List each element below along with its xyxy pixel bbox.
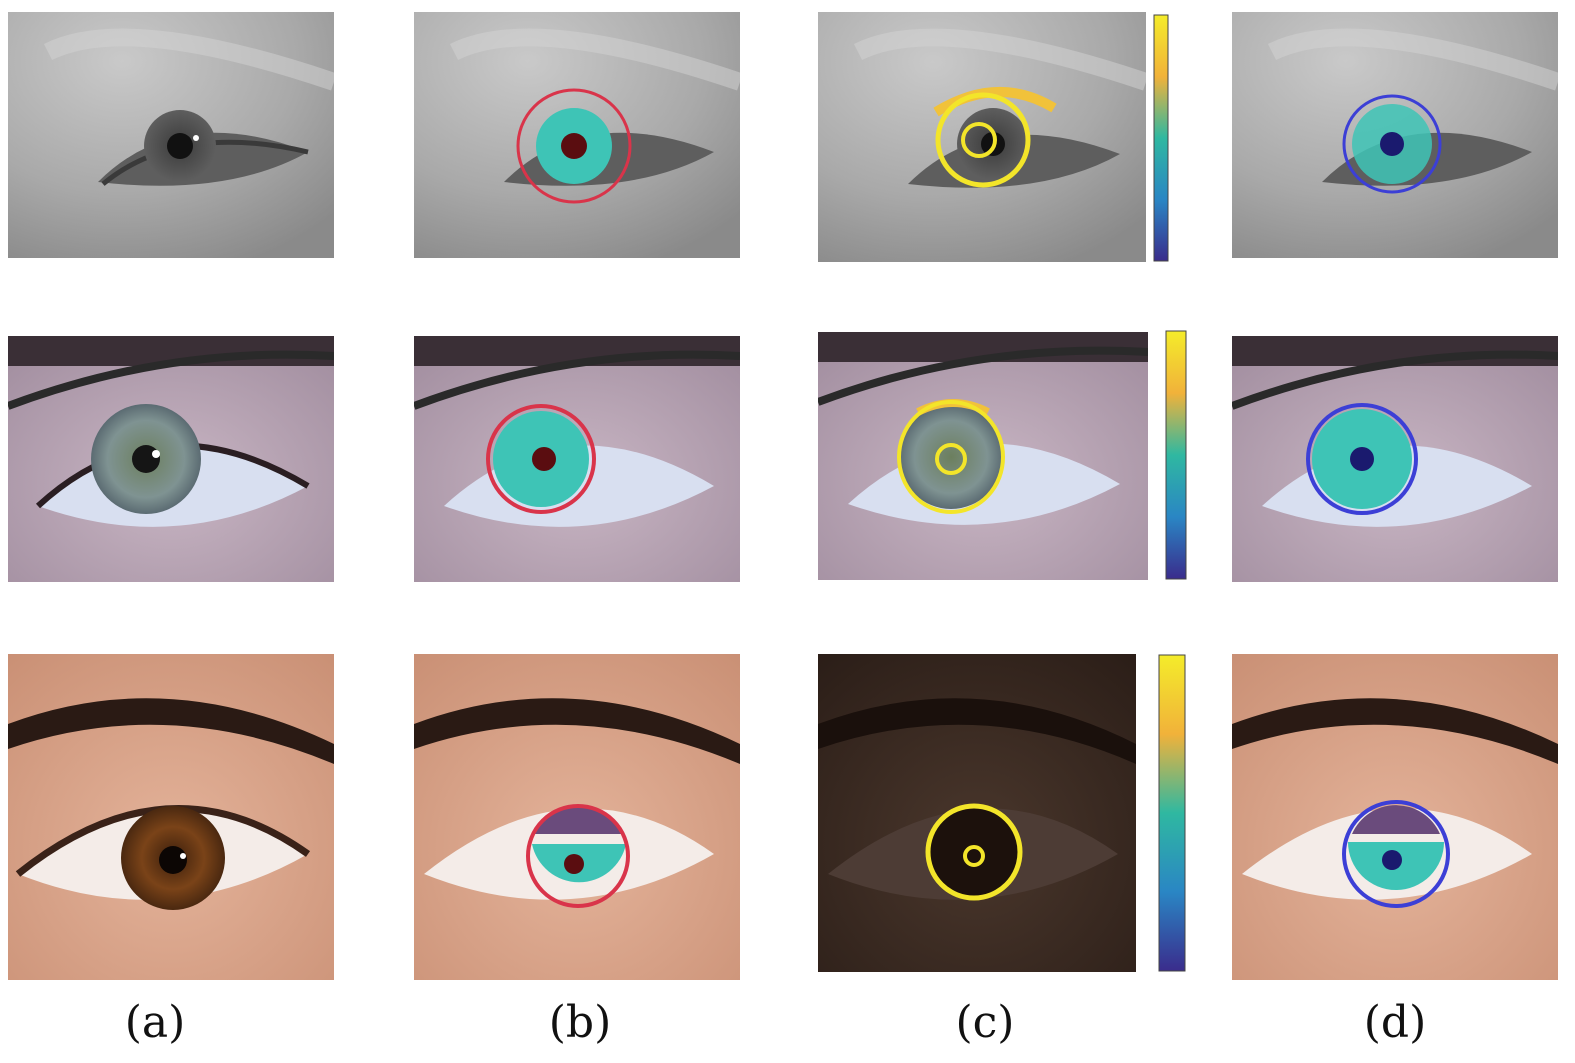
row3-segmentation-image [414,654,740,980]
row2-heatmap-image [818,332,1148,580]
column-label-d: (d) [1363,997,1427,1048]
row3-heatmap-image [818,654,1136,972]
row1-fitted-circle-image [1232,12,1558,258]
row2-segmentation-image [414,336,740,582]
row1-colorbar [1153,14,1169,262]
row3-input-image [8,654,334,980]
column-label-c: (c) [955,997,1015,1048]
column-label-b: (b) [548,997,612,1048]
row2-fitted-circle-image [1232,336,1558,582]
row1-heatmap-image [818,12,1146,262]
row2-colorbar [1165,330,1187,580]
row1-input-image [8,12,334,258]
row1-segmentation-image [414,12,740,258]
row2-input-image [8,336,334,582]
row3-fitted-circle-image [1232,654,1558,980]
row3-colorbar [1158,654,1186,972]
column-label-a: (a) [124,997,186,1048]
